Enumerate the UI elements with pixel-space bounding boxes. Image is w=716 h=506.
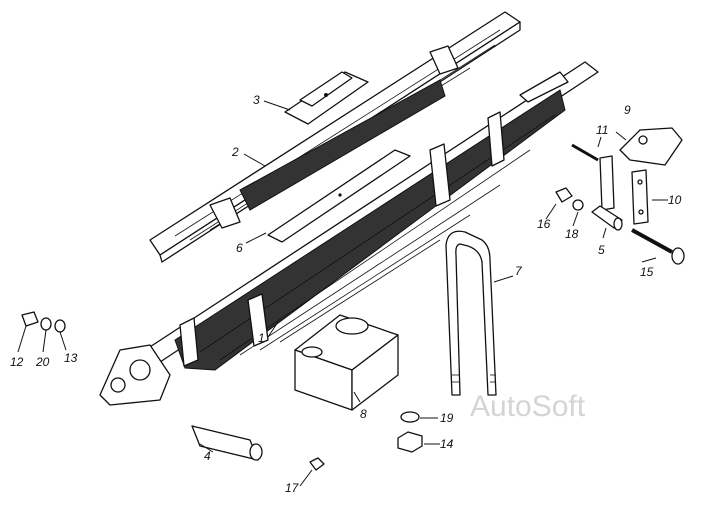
callout-4: 4 xyxy=(204,449,211,463)
part-4-pin xyxy=(191,425,263,461)
leader-lines xyxy=(17,131,668,487)
part-2-helper-spring xyxy=(149,11,521,263)
callout-7: 7 xyxy=(515,264,523,278)
part-1-main-spring xyxy=(99,61,599,406)
part-7-u-bolt xyxy=(445,230,497,396)
part-5-bushing xyxy=(591,205,623,231)
callout-11: 11 xyxy=(596,123,608,137)
callout-14: 14 xyxy=(440,437,454,451)
part-11-pin xyxy=(571,143,615,211)
part-8-block xyxy=(294,314,399,411)
callout-3: 3 xyxy=(253,93,260,107)
part-9-bracket xyxy=(619,127,683,166)
callout-5: 5 xyxy=(598,243,605,257)
part-12-nut xyxy=(21,311,39,327)
part-17-nut xyxy=(309,457,325,471)
callout-12: 12 xyxy=(10,355,24,369)
callout-8: 8 xyxy=(360,407,367,421)
part-18-washer xyxy=(572,199,584,211)
part-14-nut xyxy=(397,431,423,453)
part-6-pad-plate xyxy=(267,149,411,243)
callouts: 1 2 3 4 5 6 7 8 9 10 11 12 13 14 15 16 1… xyxy=(10,93,682,495)
callout-15: 15 xyxy=(640,265,654,279)
part-20-washer xyxy=(40,317,52,331)
part-19-washer xyxy=(400,411,420,423)
part-3-upper-pad xyxy=(263,71,369,125)
part-10-plate xyxy=(631,169,649,225)
watermark: AutoSoft xyxy=(470,390,586,423)
callout-6: 6 xyxy=(236,241,243,255)
part-16-nut xyxy=(555,187,573,203)
callout-2: 2 xyxy=(231,145,239,159)
callout-18: 18 xyxy=(565,227,579,241)
callout-10: 10 xyxy=(668,193,682,207)
part-13-washer xyxy=(54,319,66,333)
callout-20: 20 xyxy=(35,355,50,369)
callout-19: 19 xyxy=(440,411,454,425)
callout-17: 17 xyxy=(285,481,300,495)
callout-16: 16 xyxy=(537,217,551,231)
part-15-bolt xyxy=(631,228,685,265)
callout-13: 13 xyxy=(64,351,78,365)
callout-1: 1 xyxy=(258,331,265,345)
callout-9: 9 xyxy=(624,103,631,117)
